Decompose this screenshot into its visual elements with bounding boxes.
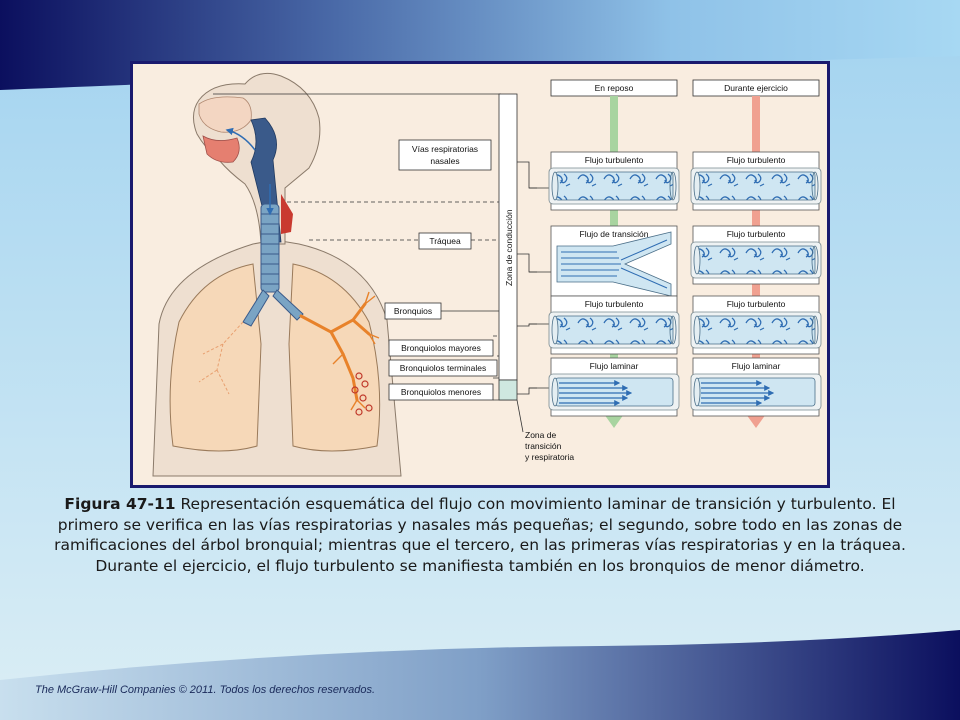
caption-text: Representación esquemática del flujo con… (54, 495, 906, 575)
flow-row-2: Flujo de transición Flujo turbulento (550, 225, 822, 297)
zone-transition-1: Zona de (525, 430, 556, 440)
airflow-diagram: Vías respiratorias nasales Tráquea Bronq… (152, 72, 827, 477)
zone-transition-3: y respiratoria (525, 452, 574, 462)
row1-rest-label: Flujo turbulento (585, 155, 644, 165)
row3-rest-label: Flujo turbulento (585, 299, 644, 309)
zone-transition-2: transición (525, 441, 562, 451)
row4-rest-label: Flujo laminar (590, 361, 639, 371)
flow-row-3: Flujo turbulento Flujo turbulento (548, 295, 822, 355)
flow-row-1: Flujo turbulento Flujo turbulento (548, 151, 822, 211)
label-nasal-1: Vías respiratorias (412, 144, 478, 154)
label-box-nasal (398, 139, 492, 171)
anatomy-illustration (152, 72, 402, 477)
row2-rest-label: Flujo de transición (580, 229, 649, 239)
row3-exercise-label: Flujo turbulento (727, 299, 786, 309)
label-major-bronchioles: Bronquiolos mayores (401, 343, 481, 353)
anatomy-labels: Vías respiratorias nasales Tráquea Bronq… (384, 139, 498, 401)
figure-panel: Vías respiratorias nasales Tráquea Bronq… (130, 61, 830, 488)
header-rest: En reposo (595, 83, 634, 93)
row2-exercise-label: Flujo turbulento (727, 229, 786, 239)
row1-exercise-label: Flujo turbulento (727, 155, 786, 165)
label-nasal-2: nasales (430, 156, 459, 166)
header-exercise: Durante ejercicio (724, 83, 788, 93)
figure-caption: Figura 47-11 Representación esquemática … (40, 494, 920, 576)
transition-zone-bar (498, 379, 518, 401)
label-minor-bronchioles: Bronquiolos menores (401, 387, 481, 397)
flow-row-4: Flujo laminar Flujo laminar (549, 357, 821, 417)
label-trachea: Tráquea (429, 236, 461, 246)
row4-exercise-label: Flujo laminar (732, 361, 781, 371)
copyright-footer: The McGraw-Hill Companies © 2011. Todos … (35, 684, 376, 696)
label-bronchi: Bronquios (394, 306, 432, 316)
caption-label: Figura 47-11 (64, 495, 176, 513)
label-terminal-bronchioles: Bronquiolos terminales (400, 363, 486, 373)
zone-conduction-label: Zona de conducción (504, 209, 514, 286)
